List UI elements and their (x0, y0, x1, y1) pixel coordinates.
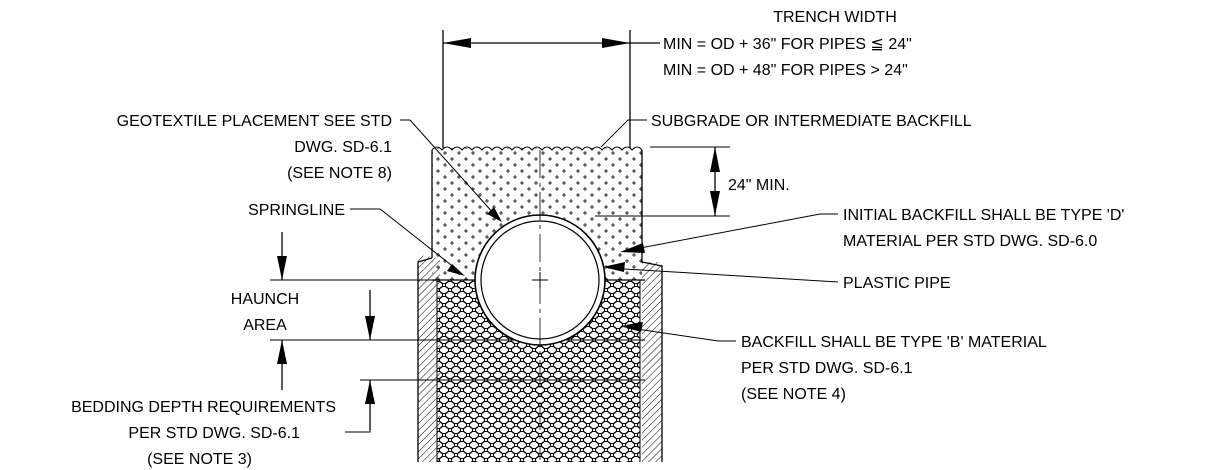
trench-width-dimension (442, 30, 660, 148)
cover-depth-dimension (595, 146, 730, 217)
backfill-b-label-line2: PER STD DWG. SD-6.1 (741, 360, 913, 377)
trench-wall-left (418, 255, 440, 462)
geotextile-label-line2: DWG. SD-6.1 (294, 139, 392, 156)
trench-top-edge (431, 146, 643, 151)
plastic-pipe-label: PLASTIC PIPE (843, 275, 951, 292)
trench-wall-right (642, 262, 662, 462)
initial-backfill-leader (620, 213, 838, 253)
plastic-pipe-leader (603, 262, 839, 283)
haunch-label-line2: AREA (243, 317, 287, 334)
haunch-label-line1: HAUNCH (231, 291, 299, 308)
backfill-b-label-line1: BACKFILL SHALL BE TYPE 'B' MATERIAL (741, 334, 1047, 351)
bedding-label-line3: (SEE NOTE 3) (147, 451, 252, 468)
geotextile-label-line1: GEOTEXTILE PLACEMENT SEE STD (117, 113, 392, 130)
bedding-label-line2: PER STD DWG. SD-6.1 (128, 425, 300, 442)
haunch-dimension (270, 232, 432, 390)
trench-width-title: TRENCH WIDTH (773, 9, 897, 26)
initial-backfill-label-line2: MATERIAL PER STD DWG. SD-6.0 (843, 233, 1097, 250)
subgrade-leader (600, 119, 647, 148)
geotextile-label-line3: (SEE NOTE 8) (287, 165, 392, 182)
bedding-depth-dimension (345, 379, 432, 433)
trench-width-rule-1: MIN = OD + 36" FOR PIPES ≦ 24" (663, 36, 912, 53)
cover-depth-label: 24" MIN. (728, 177, 790, 194)
springline-leader (350, 208, 465, 276)
backfill-b-leader (620, 322, 736, 342)
subgrade-label: SUBGRADE OR INTERMEDIATE BACKFILL (651, 113, 972, 130)
bedding-label-line1: BEDDING DEPTH REQUIREMENTS (71, 399, 336, 416)
trench-width-rule-2: MIN = OD + 48" FOR PIPES > 24" (663, 62, 908, 79)
initial-backfill-label-line1: INITIAL BACKFILL SHALL BE TYPE 'D' (843, 207, 1124, 224)
trench-body (417, 146, 663, 462)
springline-label: SPRINGLINE (248, 202, 345, 219)
backfill-b-label-line3: (SEE NOTE 4) (741, 386, 846, 403)
geotextile-leader (400, 119, 502, 222)
